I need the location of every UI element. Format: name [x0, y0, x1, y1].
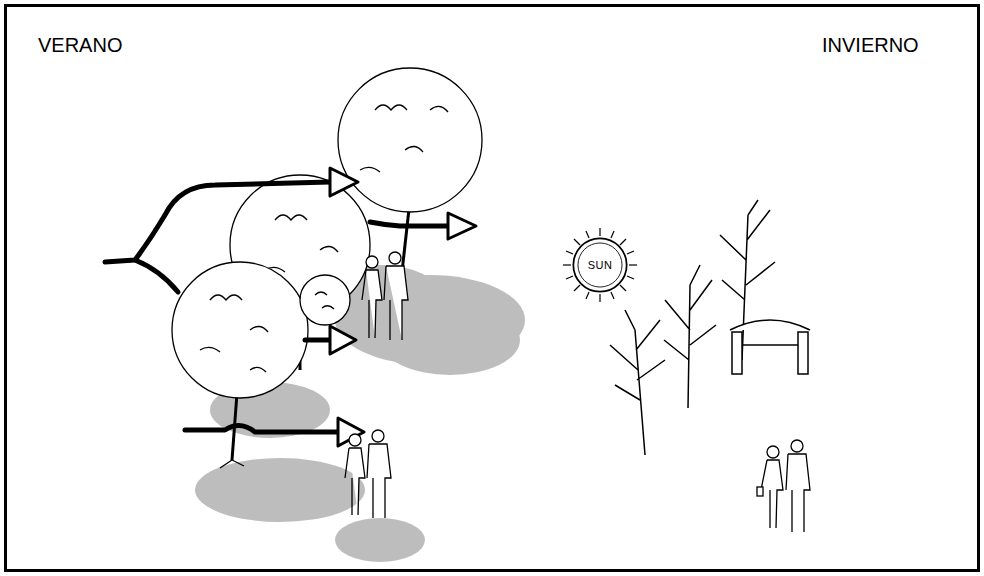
summer-trees: [172, 68, 482, 468]
sun-circle: SUN: [571, 236, 629, 294]
season-label: INVIERNO: [822, 34, 919, 57]
summer-people: [345, 252, 408, 518]
wind-arrows: [105, 182, 448, 432]
season-label: VERANO: [38, 34, 122, 57]
bench: [730, 320, 810, 374]
sun-rays: [563, 228, 637, 302]
arrow-heads: [330, 168, 476, 446]
sun-text: SUN: [588, 259, 613, 271]
winter-people: [757, 440, 810, 532]
